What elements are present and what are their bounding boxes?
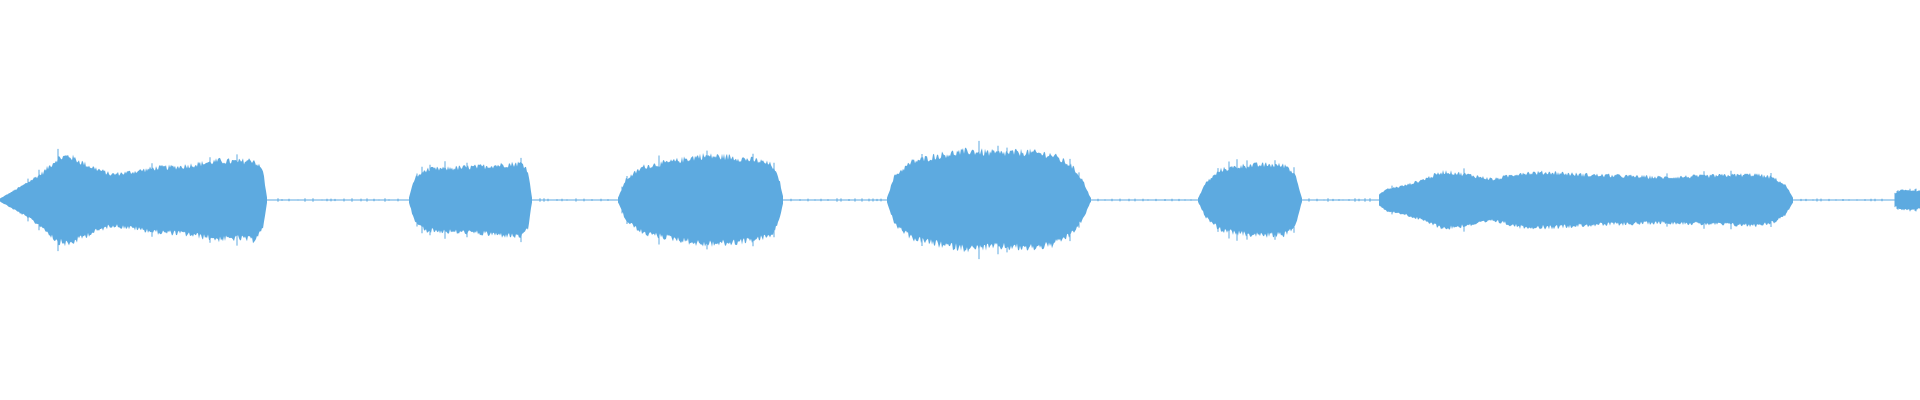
waveform-segment-7	[1895, 189, 1920, 211]
waveform-segment-4	[887, 147, 1091, 253]
waveform-segment-1	[0, 154, 267, 247]
waveform-segment-5	[1198, 162, 1302, 238]
waveform-segments	[0, 140, 1920, 260]
waveform-segment-6	[1379, 170, 1793, 230]
waveform-segment-3	[618, 153, 783, 247]
waveform-segment-2	[409, 161, 532, 239]
